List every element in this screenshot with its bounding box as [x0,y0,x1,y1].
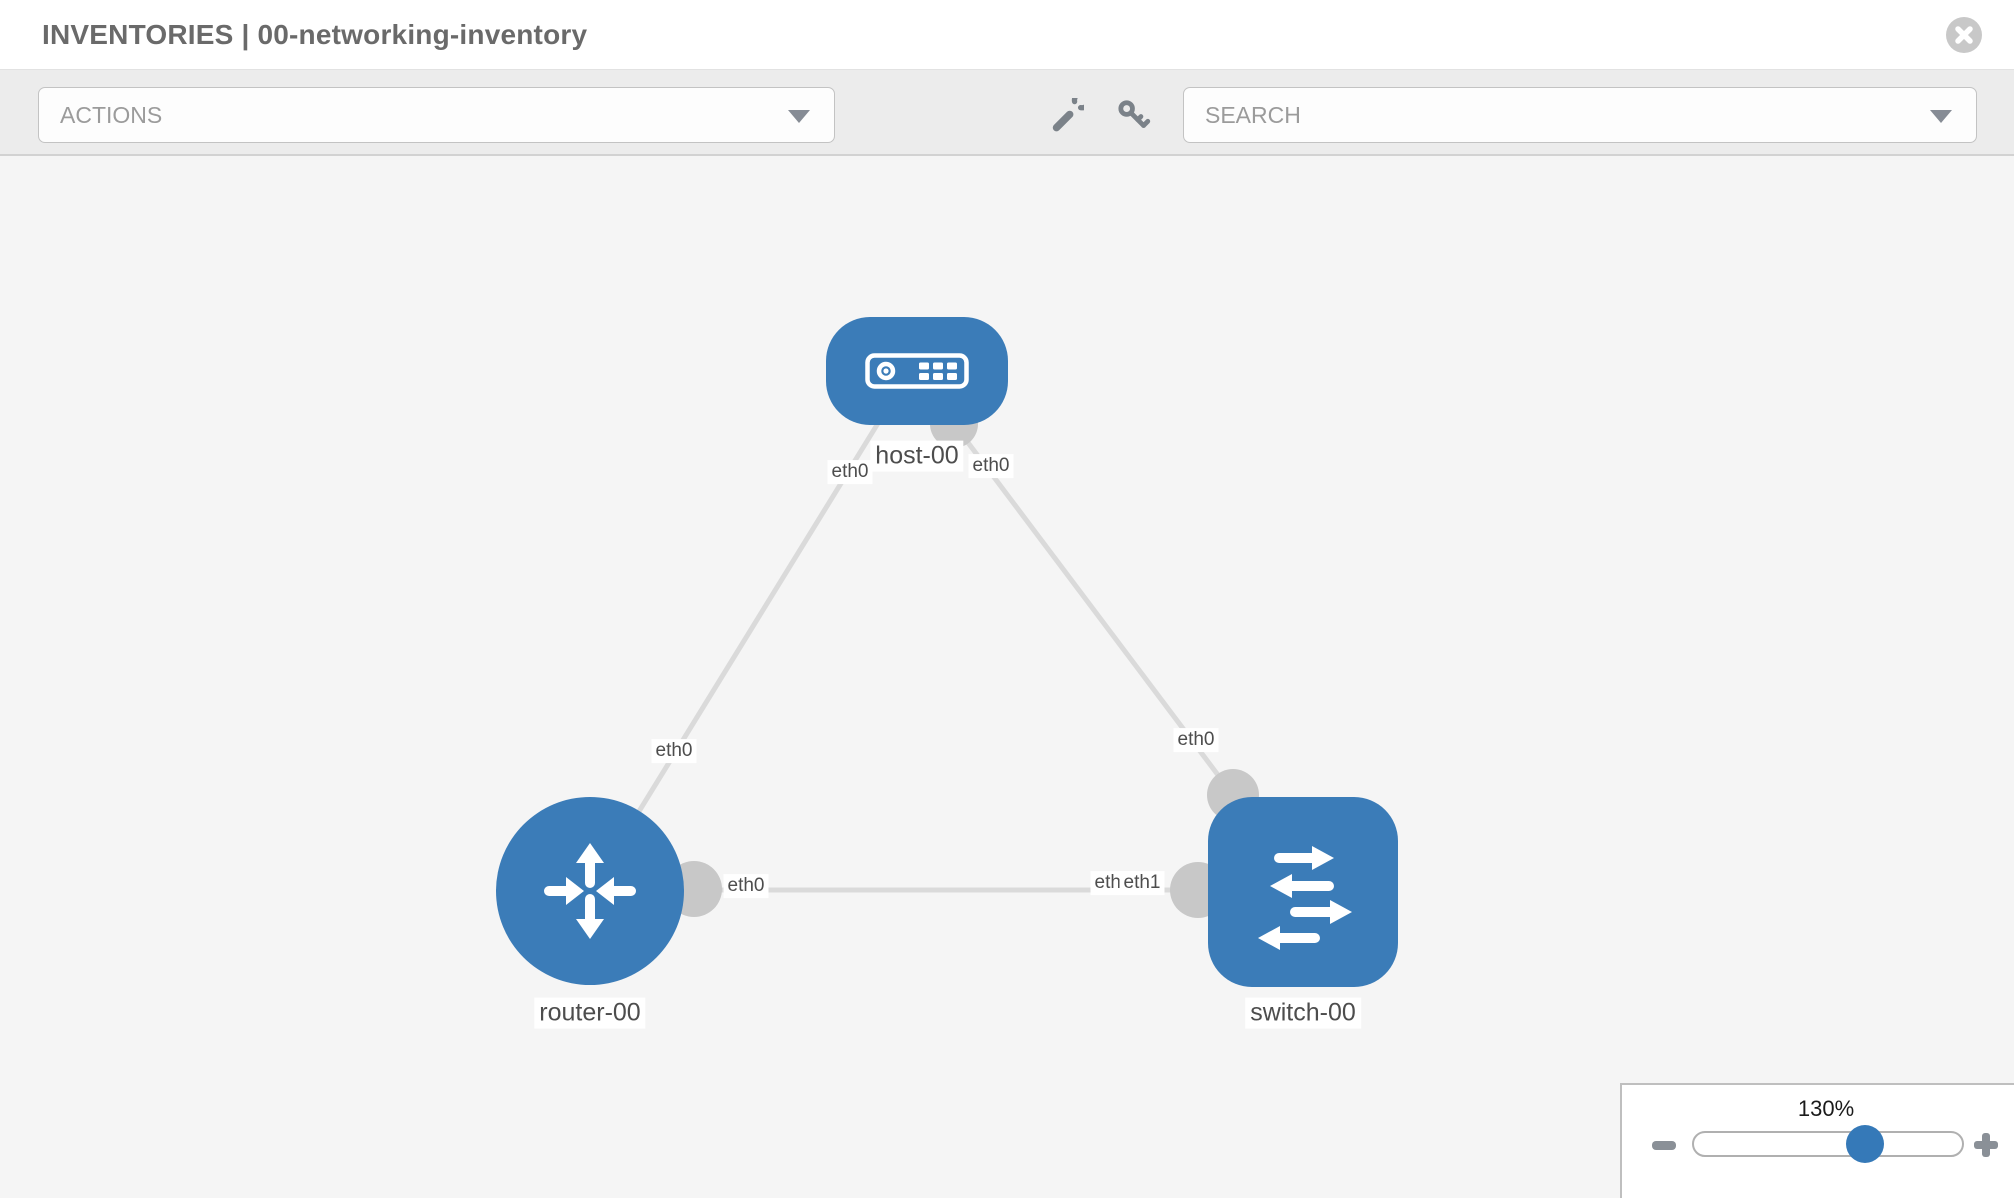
node-router-00[interactable] [496,797,684,985]
configure-hosts-button[interactable] [1044,94,1088,138]
zoom-slider-track[interactable] [1692,1131,1964,1157]
credentials-button[interactable] [1111,94,1155,138]
key-icon [1118,100,1151,128]
page-title: INVENTORIES | 00-networking-inventory [42,18,588,50]
header-bar: INVENTORIES | 00-networking-inventory [0,0,2014,70]
close-button[interactable] [1946,17,1982,53]
node-label-host: host-00 [870,440,964,472]
interface-label-router-eth0-uplink: eth0 [651,739,697,763]
node-host-00[interactable] [826,317,1008,425]
wrench-icon [1052,98,1084,132]
interface-label-host-eth0-left: eth0 [827,460,873,484]
zoom-panel: 130% [1620,1083,2014,1198]
topology-canvas[interactable]: host-00 router-00 switch-00 eth0 eth0 et… [0,156,2014,1198]
switch-icon [1258,846,1352,950]
search-dropdown[interactable]: SEARCH [1183,87,1977,143]
zoom-slider-handle[interactable] [1846,1125,1884,1163]
topology-links-layer [587,400,1303,918]
plus-icon [1982,1133,1990,1157]
node-label-router: router-00 [534,997,646,1029]
zoom-out-button[interactable] [1646,1129,1682,1161]
interface-label-host-eth0-right: eth0 [968,454,1014,478]
node-label-switch: switch-00 [1245,997,1361,1029]
interface-label-router-eth0: eth0 [723,874,769,898]
actions-dropdown[interactable]: ACTIONS [38,87,835,143]
chevron-down-icon [788,110,810,123]
interface-label-switch-eth1: eth1 [1119,871,1165,895]
toolbar: ACTIONS SEARCH [0,70,2014,156]
interface-label-switch-eth0: eth0 [1173,728,1219,752]
node-switch-00[interactable] [1208,797,1398,987]
close-icon [1955,26,1973,44]
chevron-down-icon [1930,110,1952,123]
zoom-level-value: 130% [1797,1096,1855,1121]
search-dropdown-label: SEARCH [1205,101,1301,128]
zoom-in-button[interactable] [1968,1129,2004,1161]
host-icon [865,353,969,389]
actions-dropdown-label: ACTIONS [60,101,163,128]
router-icon [544,843,636,939]
minus-icon [1652,1140,1676,1150]
